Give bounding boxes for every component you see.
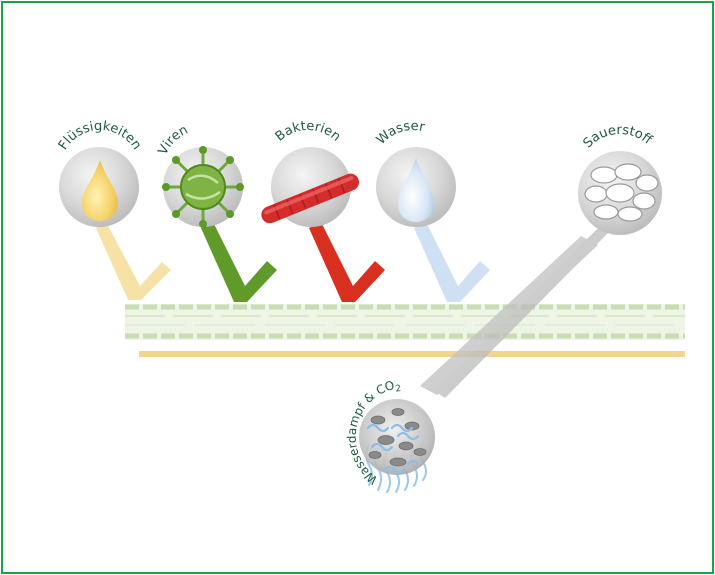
membrane-layers bbox=[125, 304, 685, 357]
co2-molecules-icon bbox=[366, 408, 427, 475]
svg-text:Sauerstoff: Sauerstoff bbox=[581, 123, 656, 151]
bakterien-group: Bakterien bbox=[261, 119, 385, 302]
wasser-arrow bbox=[414, 222, 490, 302]
fluessigkeiten-drop-icon bbox=[82, 160, 118, 221]
sauerstoff-group: Sauerstoff bbox=[578, 123, 662, 235]
bakterien-label: Bakterien bbox=[273, 119, 344, 145]
sauerstoff-label: Sauerstoff bbox=[581, 123, 656, 151]
wasserdampf-group: Wasserdampf & CO2 bbox=[345, 378, 435, 493]
oxygen-icon bbox=[584, 163, 659, 222]
wasser-group: Wasser bbox=[374, 119, 490, 302]
membrane-bottom-layer bbox=[139, 351, 685, 357]
virus-icon bbox=[162, 146, 244, 228]
sauerstoff-arrow bbox=[420, 222, 612, 398]
viren-arrow bbox=[201, 222, 277, 302]
fluessigkeiten-arrow bbox=[96, 222, 171, 300]
wasser-label: Wasser bbox=[374, 119, 427, 148]
svg-text:Bakterien: Bakterien bbox=[273, 119, 344, 145]
svg-text:Wasser: Wasser bbox=[374, 119, 427, 148]
wasserdampf-label-subscript: 2 bbox=[395, 384, 402, 395]
bacteria-icon bbox=[261, 173, 360, 224]
fluessigkeiten-group: Flüssigkeiten bbox=[56, 119, 171, 300]
viren-group: Viren bbox=[156, 123, 277, 302]
bakterien-arrow bbox=[309, 222, 385, 302]
wasser-drop-icon bbox=[398, 158, 434, 222]
